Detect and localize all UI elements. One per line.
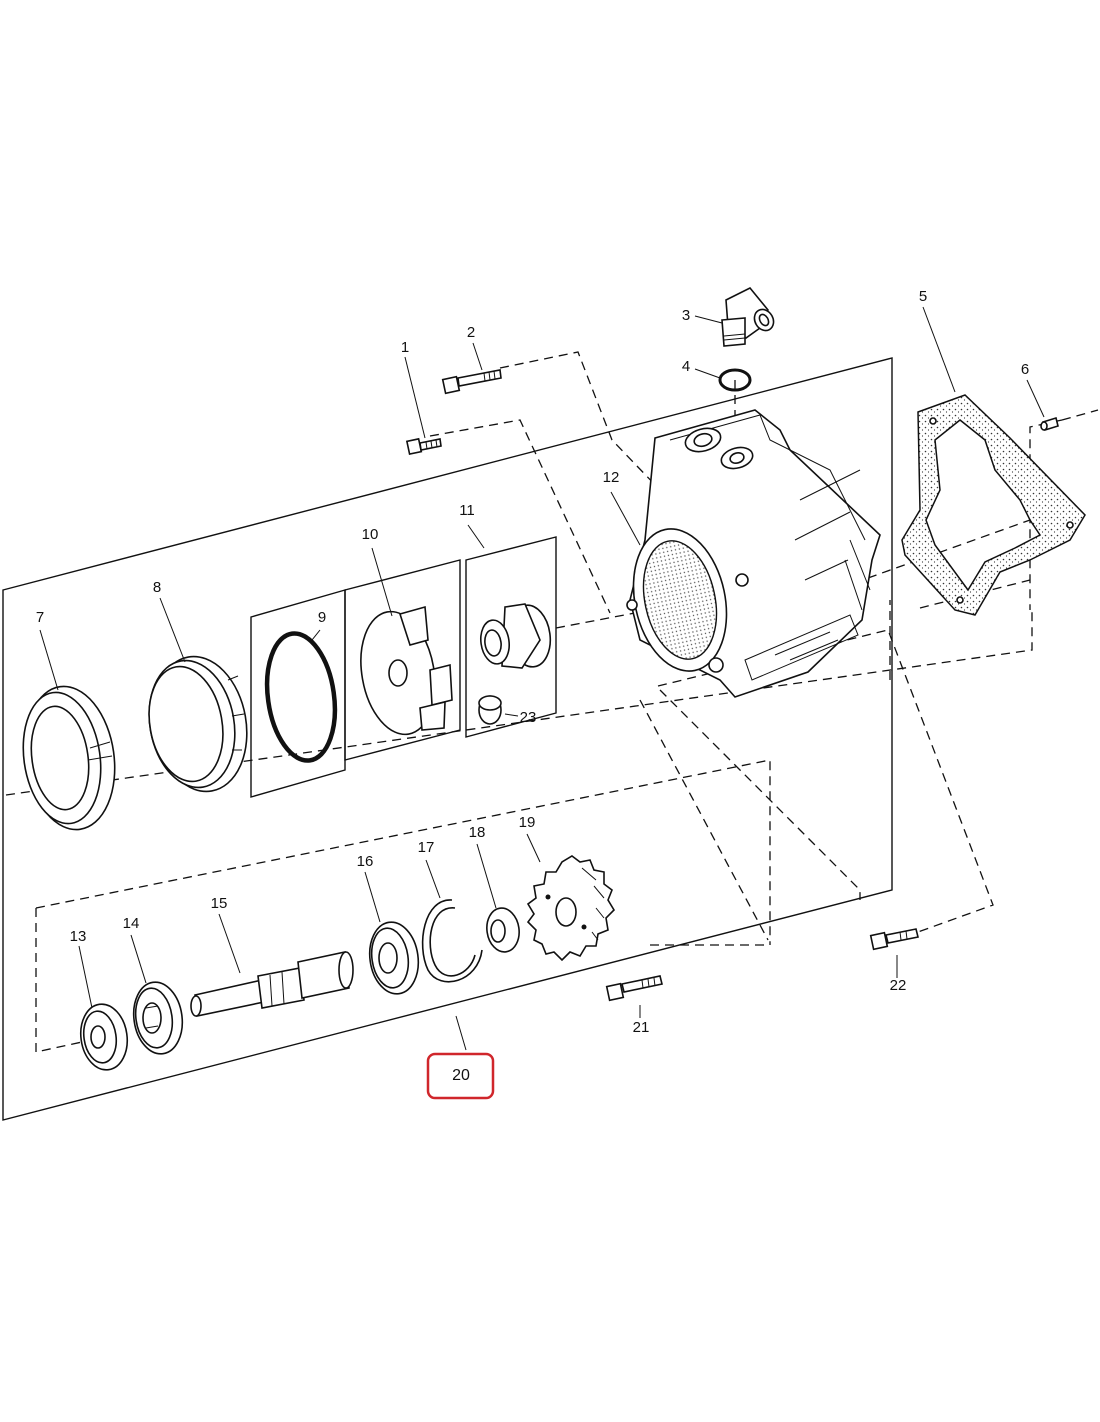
seal-ring-part-7 [22,685,116,831]
bolt-part-21 [605,975,663,1002]
assembly-frame [2,357,893,1121]
callout-14: 14 [123,915,140,932]
callout-10: 10 [362,526,379,543]
snap-ring-part-17 [421,899,483,983]
bolt-part-2 [441,369,502,395]
callout-21: 21 [633,1019,650,1036]
gear-part-19 [526,855,616,962]
callout-5: 5 [919,288,927,305]
callout-9: 9 [318,609,326,626]
impeller-box-10 [344,559,461,761]
gasket-part-5 [901,394,1086,616]
callout-4: 4 [682,358,690,375]
callout-3: 3 [682,307,690,324]
callout-22: 22 [890,977,907,994]
bolt-part-1 [405,437,442,456]
callout-18: 18 [469,824,486,841]
impeller-part-10 [360,605,453,736]
dowel-pin-part-6 [1040,416,1059,432]
callout-19: 19 [519,814,536,831]
callout-leaders [39,306,1045,1051]
seal-box-11 [465,536,557,738]
callout-23: 23 [520,709,537,726]
callout-12: 12 [603,469,620,486]
callout-8: 8 [153,579,161,596]
bearing-part-16 [368,921,420,995]
callout-labels: 1 2 3 4 5 6 7 8 9 10 11 12 13 14 15 16 1… [36,288,1029,1036]
callout-16: 16 [357,853,374,870]
washer-part-18 [486,907,520,953]
cap-part-23 [478,695,502,725]
bearing-part-13 [79,1003,129,1071]
pump-housing-part-12 [626,409,881,698]
seal-part-11 [480,603,552,669]
bolt-part-22 [869,928,919,951]
callout-1: 1 [401,339,409,356]
bearing-part-14 [132,981,184,1055]
o-ring-part-4 [718,368,752,392]
dashed-alignment-lines [5,351,1099,1053]
seal-kit-box-9 [250,589,346,798]
callout-11: 11 [459,502,475,519]
callout-6: 6 [1021,361,1029,378]
cover-part-8 [148,655,248,793]
shaft-part-15 [190,951,354,1017]
callout-2: 2 [467,324,475,341]
callout-13: 13 [70,928,87,945]
highlight-box [426,1052,495,1100]
callout-7: 7 [36,609,44,626]
elbow-fitting-part-3 [721,286,775,347]
callout-17: 17 [418,839,435,856]
callout-20: 20 [452,1067,470,1084]
highlighted-callout-20[interactable]: 20 [426,1052,495,1100]
o-ring-part-9 [264,631,338,763]
callout-15: 15 [211,895,228,912]
